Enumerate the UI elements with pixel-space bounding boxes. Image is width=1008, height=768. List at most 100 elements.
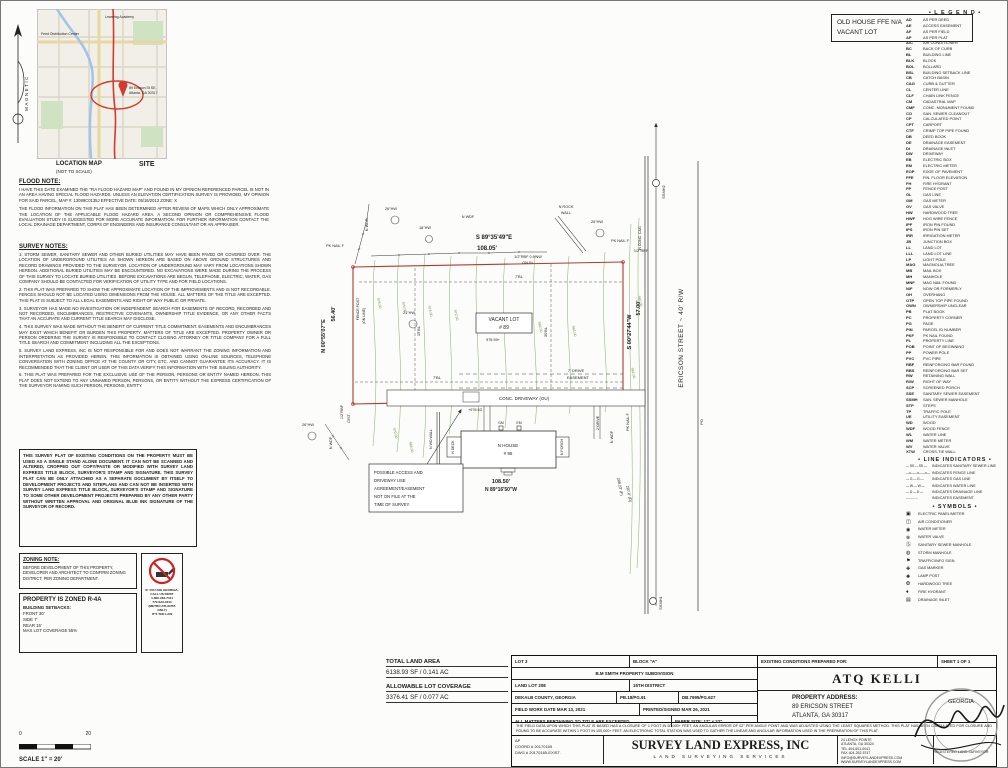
land-area-block: TOTAL LAND AREA 6138.93 SF / 0.141 AC AL… (386, 657, 508, 703)
contour-label: 978.00 (376, 297, 382, 309)
contour-label: 970.00 (392, 427, 398, 439)
legend-description: MAIL BOX (923, 268, 942, 274)
symbol-row: ❂ HARDWOOD TREE (906, 582, 1004, 587)
firm-address-line: WWW.SURVEYLANDEXPRESS.COM (841, 759, 902, 764)
legend-description: POINT OF BEGINNING (923, 344, 965, 350)
legend-description: CENTER LINE (923, 87, 949, 93)
legend-abbr: AD (906, 17, 912, 22)
dim-south-bearing: N 89°16'50"W (485, 487, 517, 493)
legend-description: ELECTRIC METER (923, 163, 957, 169)
legend-entry: GL GAS LINE (906, 193, 1004, 197)
legend-entry: WL WATER LINE (906, 431, 1004, 437)
survey-note-item: 2. THIS PLAT WAS PREPARED TO SHOW THE AP… (19, 286, 271, 303)
symbol-glyph-icon: ✚ (906, 565, 911, 572)
total-area-title: TOTAL LAND AREA (386, 657, 508, 667)
survey-notes: SURVEY NOTES: 1. STORM SEWER, SANITARY S… (19, 244, 271, 391)
legend-abbr: WD (906, 420, 913, 426)
legend-abbr: JB (906, 239, 912, 245)
legend-abbr: RW (906, 373, 913, 379)
stamp-title-label: REGISTERED LAND SURVEYOR (933, 750, 988, 754)
symbol-glyph-icon: ◫ (906, 518, 911, 525)
legend-abbr: PC (906, 315, 912, 321)
legend-entry: WD WOOD (906, 421, 1004, 425)
legend-abbr: UE (906, 414, 912, 420)
legend-abbr: BC (906, 46, 912, 52)
legend-description: AS PER PLAT (923, 34, 948, 40)
dim-east-bearing: S 00°27'44"W (627, 314, 633, 350)
line-description: INDICATES SANITARY SEWER LINE (932, 464, 997, 469)
legend-abbr: HW (906, 209, 913, 215)
location-map: Feed Distribution Center Learning Academ… (37, 9, 167, 159)
title-block-firm-row: AP COORD # 20170165 DWG # 20170165-EXIST… (512, 736, 996, 764)
legend-abbr: PG (906, 320, 912, 326)
symbol-row: ✚ GAS MARKER (906, 565, 1004, 572)
electric-meter-symbol (516, 425, 522, 431)
firm-address-line: ATLANTA, GA 30324 (841, 742, 874, 747)
legend-description: UTILITY EASEMENT (923, 414, 960, 420)
map-poi-label: Feed Distribution Center (41, 32, 80, 36)
legend-description: WATER LINE (923, 431, 947, 437)
line-indicators-title: • LINE INDICATORS • (918, 457, 992, 464)
porch-label: N PORCH (560, 438, 564, 455)
legend-abbr: IRR (906, 233, 913, 239)
legend-abbr: CLF (906, 92, 914, 98)
legend-abbr: CO (906, 110, 912, 116)
property-address-label: PROPERTY ADDRESS: (792, 695, 858, 701)
line-description: INDICATES GAS LINE (932, 477, 971, 482)
line-indicator-row: — SS — SS — INDICATES SANITARY SEWER LIN… (906, 465, 1004, 469)
legend-abbr: WL (906, 431, 913, 437)
wood-fence-label: N WDF (610, 430, 614, 443)
printed-date-cell: PRINTED/SIGNED MAR 26, 2021 (643, 707, 710, 712)
symbol-row: ⚑ TRAFFIC/INFO SIGN (906, 558, 1004, 564)
scale-label: SCALE 1" = 20' (19, 757, 63, 763)
legend-description: CATCH BASIN (923, 75, 949, 81)
dim-deed-length: 207.0' (D) (625, 485, 633, 503)
legend-description: CONC. MONUMENT FOUND (923, 104, 975, 110)
symbol-description: STORM MANHOLE (918, 550, 952, 555)
legend-entry: CP CALCULATED POINT (906, 117, 1004, 121)
legend-abbr: CPT (906, 122, 914, 128)
legend-abbr: CM (906, 98, 913, 104)
legend-description: MAGNOLIA TREE (923, 262, 955, 268)
scale-tick-0: 0 (19, 731, 22, 737)
legend-entry: PP POWER POLE (906, 351, 1004, 355)
legend-entry: IPF IRON PIN FOUND (906, 221, 1004, 227)
legend-entry: HW HARDWOOD TREE (906, 209, 1004, 215)
legend-entry: TP TRAFFIC POLE (906, 408, 1004, 414)
legend: • L E G E N D • AD AS PER DEED AE ACCESS… (906, 7, 1004, 606)
legend-description: CURB & GUTTER (923, 81, 955, 87)
magnetic-north-arrow: MAGNETIC (12, 24, 29, 143)
title-block-client-section: EXISTING CONDITIONS PREPARED FOR: SHEET … (758, 656, 996, 722)
scale-ticks: 0 20 (19, 731, 91, 737)
contour-label: 966.00 (537, 321, 543, 333)
tree-label: 21"HW (403, 311, 415, 315)
legend-description: TRAFFIC POLE (923, 408, 951, 414)
map-park (141, 127, 163, 147)
electric-meter-label: EM (516, 421, 521, 425)
legend-abbr: EM (906, 163, 912, 169)
legend-entry: OH OVERHANG (906, 291, 1004, 297)
old-house-line2: VACANT LOT (837, 28, 878, 36)
legend-entry: FP FENCE POST (906, 187, 1004, 191)
legend-abbr: N/F (906, 285, 913, 291)
legend-abbr: IPF (906, 221, 913, 227)
legend-entry: DE DRAINAGE EASEMENT (906, 140, 1004, 145)
legend-description: OVERHANG (923, 291, 946, 297)
legend-title: • L E G E N D • (928, 10, 982, 16)
setback-30bl-label: 30'BL (543, 326, 548, 337)
legend-entry: POB POINT OF BEGINNING (906, 345, 1004, 349)
access-note-line: DRIVEWAY USE (374, 478, 406, 483)
ssmh1-label: SSMH1 (658, 595, 663, 610)
fence-post-label: FENCE POST (356, 297, 360, 320)
survey-note-item: 5. SURVEY LAND EXPRESS, INC IS NOT RESPO… (19, 348, 271, 370)
legend-entry: DI DRAINAGE INLET (906, 146, 1004, 151)
firm-address-line: 24 LENOX POINTE (841, 738, 872, 742)
wood-wall-label: N WD WALL (429, 429, 433, 449)
legend-entry: MH MANHOLE (906, 275, 1004, 279)
location-map-subtitle: (NOT TO SCALE) (56, 169, 92, 174)
legend-abbr: DB (906, 133, 912, 139)
legend-abbr: WV (906, 443, 913, 449)
line-description: INDICATES EASEMENT (932, 496, 974, 501)
dig-notice-line: IF YOU DIG GEORGIA, (145, 588, 179, 592)
setback-line: FRONT 30' (23, 611, 45, 616)
